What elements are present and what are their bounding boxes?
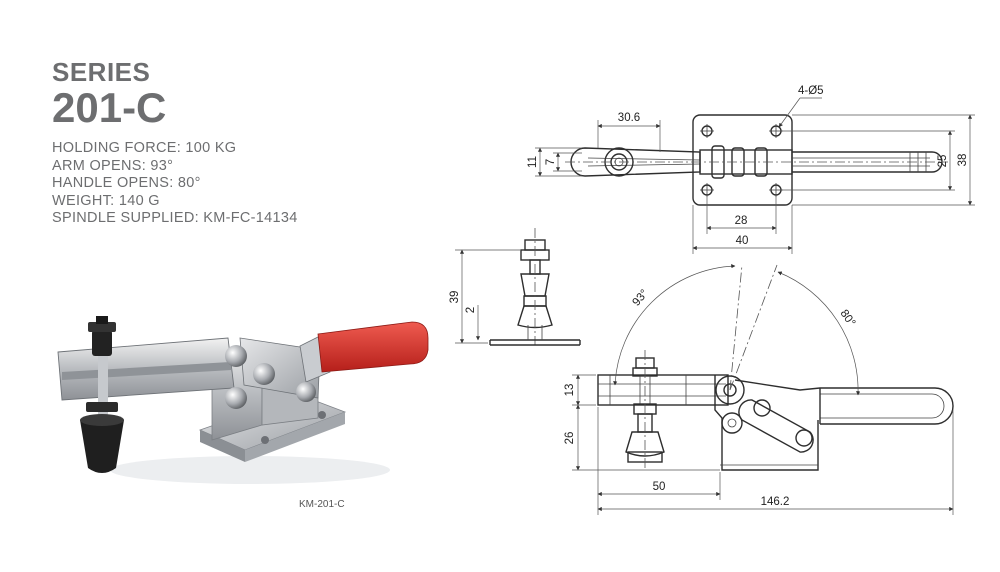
dim-top-width: 30.6 <box>618 112 640 124</box>
spec-handle-opens: HANDLE OPENS: 80° <box>52 175 201 191</box>
spec-panel: SERIES 201-C HOLDING FORCE: 100 KG ARM O… <box>52 58 298 228</box>
photo-caption: KM-201-C <box>299 499 345 510</box>
dim-left-outer: 11 <box>527 156 539 168</box>
dim-bottom-total: 146.2 <box>761 496 790 508</box>
dim-spindle-thread: 2 <box>465 307 477 313</box>
spec-arm-opens: ARM OPENS: 93° <box>52 157 174 174</box>
dim-hole-label: 4-Ø5 <box>798 85 824 97</box>
dim-bottom-reach: 50 <box>653 481 666 493</box>
spec-spindle: SPINDLE SUPPLIED: KM-FC-14134 <box>52 210 298 226</box>
side-view-drawing: 93° 80° 13 26 50 146.2 <box>564 264 954 515</box>
top-view-drawing: 30.6 4-Ø5 11 7 25 38 28 40 <box>527 85 975 254</box>
dim-left-inner: 7 <box>545 159 557 165</box>
model-number: 201-C <box>52 84 167 131</box>
spec-weight: WEIGHT: 140 G <box>52 192 160 209</box>
dim-right-inner: 25 <box>937 155 949 168</box>
product-photo <box>57 316 429 484</box>
dim-side-lower: 26 <box>564 432 576 445</box>
dim-side-upper: 13 <box>564 384 576 397</box>
spec-holding-force: HOLDING FORCE: 100 KG <box>52 140 237 156</box>
dim-base-outer: 40 <box>736 235 749 247</box>
dim-arm-angle: 93° <box>631 288 651 309</box>
spindle-drawing: 39 2 <box>449 228 581 346</box>
dim-base-inner: 28 <box>735 215 748 227</box>
series-label: SERIES <box>52 57 151 87</box>
dim-right-outer: 38 <box>957 154 969 167</box>
dim-spindle-height: 39 <box>449 291 461 304</box>
